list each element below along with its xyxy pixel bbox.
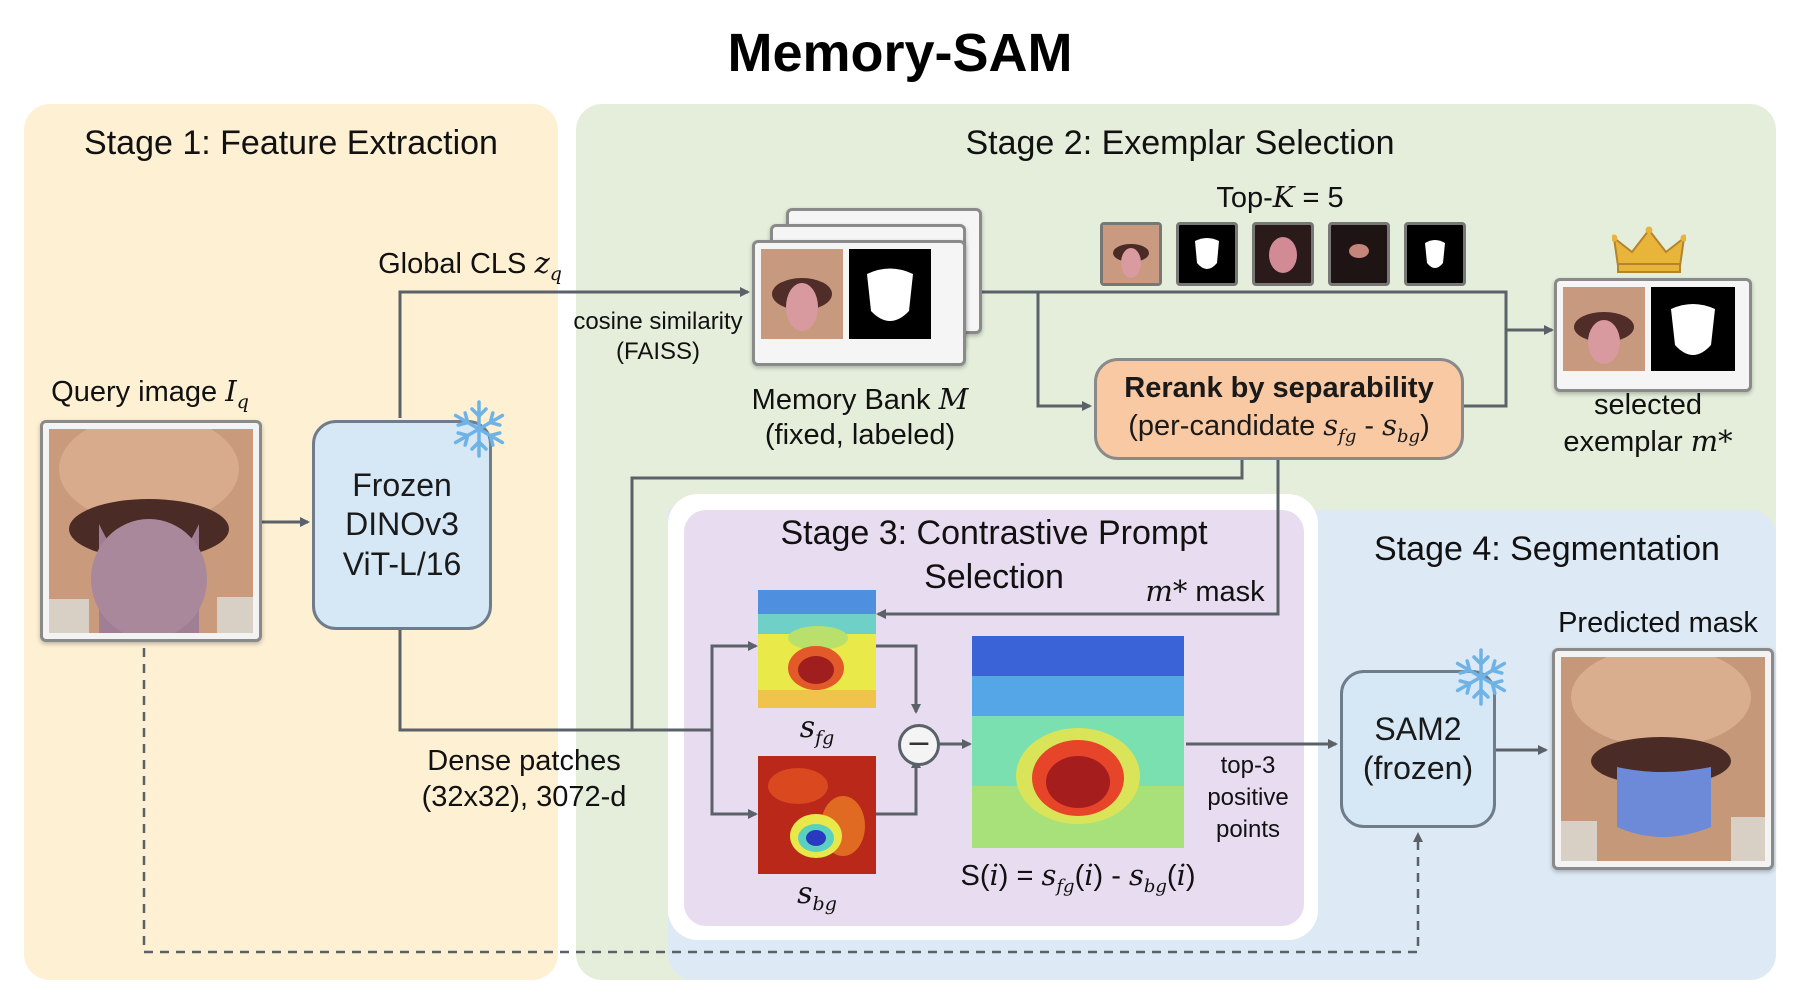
points-label-line3: points: [1215, 816, 1281, 843]
memory-bank-card-front: [752, 240, 966, 366]
topk-thumb-4-face: [1328, 222, 1390, 286]
selected-label-line1: selected: [1593, 389, 1702, 421]
rerank-line1: Rerank by separability: [1124, 371, 1434, 404]
predicted-mask-label: Predicted mask: [1558, 607, 1758, 639]
arrow-global-cls: [398, 287, 750, 418]
points-label-line2: positive: [1207, 784, 1289, 811]
arrow-query-skip-dashed: [142, 632, 1423, 954]
topk-thumb-5-mask: [1404, 222, 1466, 286]
memory-bank-label-line2: (fixed, labeled): [764, 419, 956, 451]
score-heatmap: [972, 636, 1184, 848]
selected-label-line2: exemplar m*: [1563, 424, 1733, 458]
snowflake-icon: [453, 400, 505, 458]
rerank-line2: (per-candidate sfg - sbg): [1128, 408, 1430, 448]
mask-symbol: m*: [1145, 574, 1188, 608]
encoder-line2: DINOv3: [345, 506, 459, 543]
stage3-title-line2: Selection: [924, 558, 1064, 596]
topk-label: Top-K = 5: [1216, 180, 1344, 214]
global-symbol: z: [534, 246, 550, 280]
arrow-rerank-down-left: [630, 458, 1244, 730]
global-cls-label: Global CLS zq: [378, 246, 562, 285]
stage2-title: Stage 2: Exemplar Selection: [965, 124, 1395, 162]
arrow-bank-to-rerank: [1036, 292, 1092, 411]
snowflake-icon: [1455, 648, 1507, 706]
memory-bank-label: Memory Bank M: [751, 382, 969, 416]
arrow-sfg-to-minus: [876, 644, 921, 714]
cosine-label-line1: cosine similarity: [573, 308, 743, 335]
encoder-line1: Frozen: [352, 467, 452, 504]
query-symbol: I: [225, 374, 237, 408]
query-image: [40, 420, 262, 642]
dense-patches-label-line2: (32x32), 3072-d: [421, 781, 627, 813]
sbg-heatmap: [758, 756, 876, 874]
memory-bank-symbol: M: [938, 382, 969, 416]
stage1-title: Stage 1: Feature Extraction: [84, 124, 498, 162]
arrow-mask: [876, 458, 1280, 619]
points-label-line1: top-3: [1220, 752, 1276, 779]
arrow-sbg-to-minus: [876, 758, 921, 816]
sfg-label: sfg: [799, 710, 835, 749]
stage3-title-line1: Stage 3: Contrastive Prompt: [780, 514, 1208, 552]
encoder-line3: ViT-L/16: [342, 545, 462, 582]
sam-box: SAM2 (frozen): [1340, 670, 1496, 828]
minus-circle-icon: −: [898, 724, 940, 766]
sam-line2: (frozen): [1362, 750, 1474, 786]
arrow-rerank-out: [1460, 330, 1508, 408]
arrow-to-sfg: [710, 641, 758, 730]
score-formula: S(i) = sfg(i) - sbg(i): [960, 858, 1196, 897]
selected-symbol: m*: [1690, 424, 1733, 458]
sfg-heatmap: [758, 590, 876, 708]
topk-k-symbol: K: [1272, 180, 1295, 214]
topk-thumb-2-mask: [1176, 222, 1238, 286]
arrow-bank-out: [978, 290, 1508, 330]
arrow-dense-patches: [398, 628, 632, 732]
crown-icon: [1612, 226, 1686, 273]
predicted-mask-image: [1552, 648, 1774, 870]
global-subscript: q: [549, 262, 562, 285]
arrow-to-sbg: [710, 730, 758, 819]
topk-thumb-3-face: [1252, 222, 1314, 286]
query-image-label: Query image Iq: [51, 374, 249, 413]
rerank-box: Rerank by separability (per-candidate sf…: [1094, 358, 1464, 460]
stage4-title: Stage 4: Segmentation: [1374, 530, 1720, 568]
selected-exemplar: [1554, 278, 1752, 392]
sbg-label: sbg: [797, 876, 837, 915]
encoder-box: Frozen DINOv3 ViT-L/16: [312, 420, 492, 630]
topk-thumb-1-face: [1100, 222, 1162, 286]
sam-line1: SAM2: [1374, 710, 1462, 747]
cosine-label-line2: (FAISS): [615, 338, 700, 365]
query-subscript: q: [236, 390, 249, 413]
page-title: Memory-SAM: [727, 23, 1073, 83]
dense-patches-label-line1: Dense patches: [427, 745, 621, 777]
mask-label: m* mask: [1145, 574, 1265, 608]
